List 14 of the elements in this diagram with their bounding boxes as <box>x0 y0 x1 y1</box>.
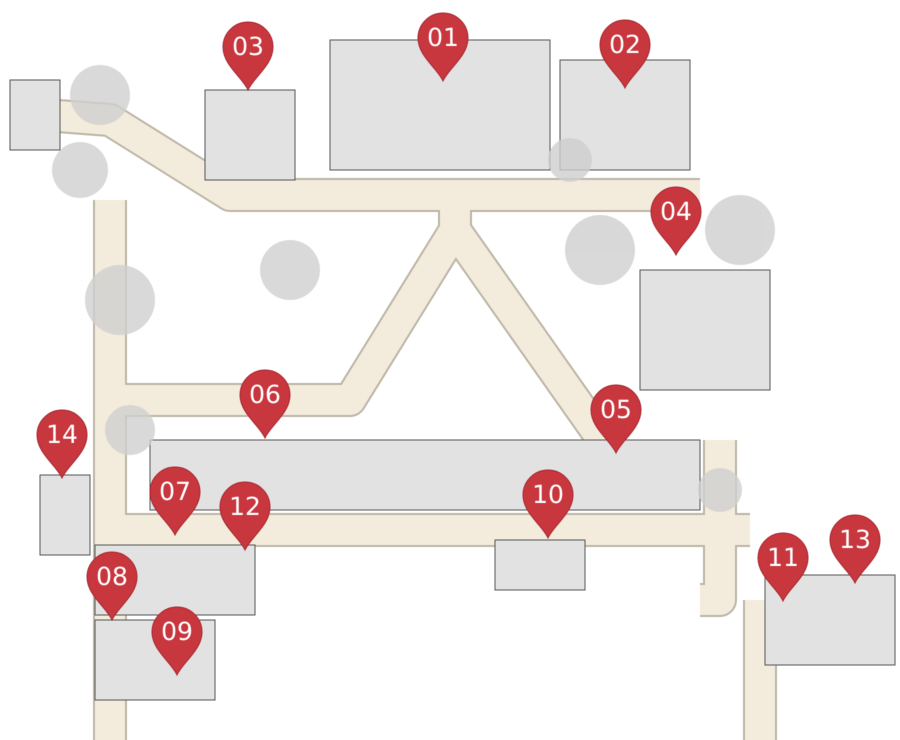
map-pin: 07 <box>149 466 201 536</box>
map-pin: 04 <box>650 186 702 256</box>
map-pin: 06 <box>239 369 291 439</box>
map-pin: 09 <box>151 606 203 676</box>
map-pin: 05 <box>590 384 642 454</box>
map-pin: 12 <box>219 481 271 551</box>
map-pin: 11 <box>757 532 809 602</box>
map-pin: 08 <box>86 551 138 621</box>
map-pin: 03 <box>222 21 274 91</box>
map-pin: 02 <box>599 19 651 89</box>
map-pin: 01 <box>417 12 469 82</box>
map-pin: 13 <box>829 514 881 584</box>
map-pin: 10 <box>522 469 574 539</box>
map-pin: 14 <box>36 409 88 479</box>
